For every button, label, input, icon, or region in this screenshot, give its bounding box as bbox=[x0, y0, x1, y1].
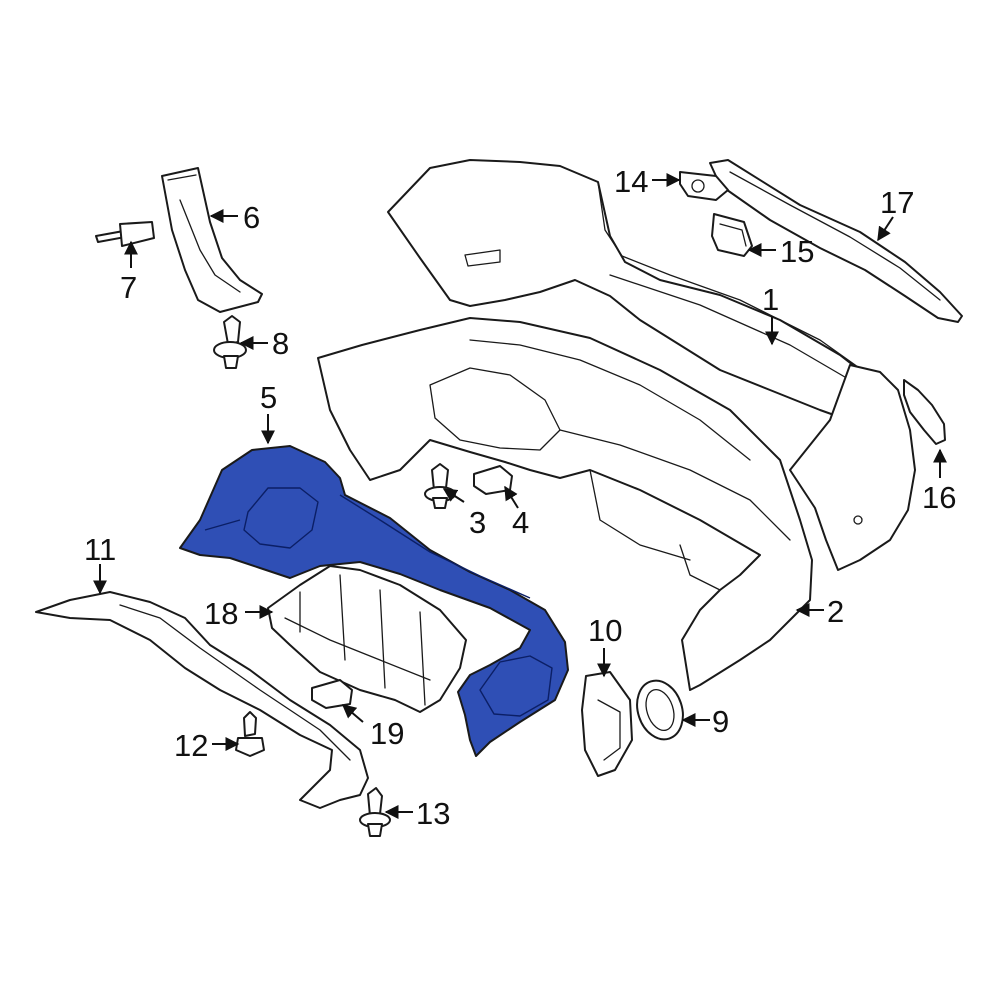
part-7-bolt[interactable] bbox=[95, 221, 155, 247]
callout-10: 10 bbox=[588, 613, 622, 648]
part-6-mounting-bracket[interactable] bbox=[161, 167, 263, 313]
callout-12: 12 bbox=[174, 728, 208, 763]
callout-14: 14 bbox=[614, 164, 648, 199]
callout-13: 13 bbox=[416, 796, 450, 831]
callout-16: 16 bbox=[922, 480, 956, 515]
callout-9: 9 bbox=[712, 704, 729, 739]
callout-7: 7 bbox=[120, 270, 137, 305]
part-15-retainer[interactable] bbox=[711, 213, 753, 257]
callout-labels: 1 2 3 4 5 6 7 8 9 10 11 12 13 14 15 16 1… bbox=[84, 164, 956, 831]
part-17-trim-strip[interactable] bbox=[709, 159, 963, 323]
callout-5: 5 bbox=[260, 380, 277, 415]
part-16-side-bracket[interactable] bbox=[903, 379, 946, 445]
callout-8: 8 bbox=[272, 326, 289, 361]
leader-arrows bbox=[93, 173, 947, 819]
part-8-push-pin[interactable] bbox=[213, 315, 247, 369]
part-2-main-cover[interactable] bbox=[317, 317, 813, 691]
callout-17: 17 bbox=[880, 185, 914, 220]
part-10-housing[interactable] bbox=[581, 671, 633, 777]
callout-18: 18 bbox=[204, 596, 238, 631]
part-3-push-pin[interactable] bbox=[424, 463, 456, 509]
callout-3: 3 bbox=[469, 505, 486, 540]
callout-4: 4 bbox=[512, 505, 529, 540]
part-19-clip[interactable] bbox=[311, 679, 353, 709]
part-5-lower-valance[interactable] bbox=[179, 445, 569, 757]
callout-6: 6 bbox=[243, 200, 260, 235]
part-11-reinforcement[interactable] bbox=[35, 591, 369, 809]
callout-11: 11 bbox=[84, 532, 116, 567]
callout-2: 2 bbox=[827, 594, 844, 629]
part-12-bolt[interactable] bbox=[235, 711, 265, 757]
part-18-diffuser[interactable] bbox=[267, 565, 467, 713]
bumper-right-side bbox=[789, 364, 916, 571]
callout-1: 1 bbox=[762, 282, 779, 317]
callout-15: 15 bbox=[780, 234, 814, 269]
callout-19: 19 bbox=[370, 716, 404, 751]
part-9-ring[interactable] bbox=[630, 675, 690, 746]
part-13-push-pin[interactable] bbox=[359, 787, 391, 837]
